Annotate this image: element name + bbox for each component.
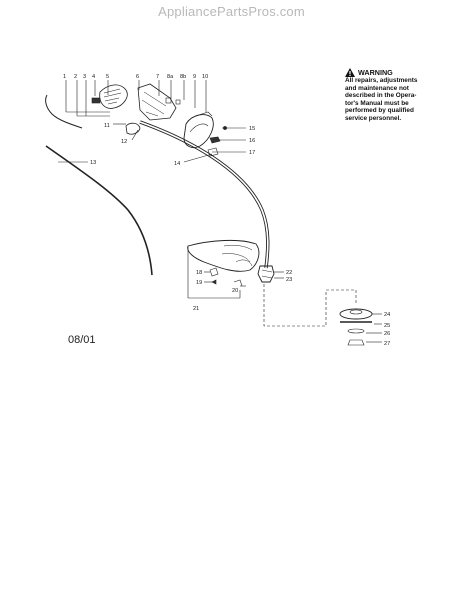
part-label-27: 27 [384, 341, 390, 347]
site-watermark: AppliancePartsPros.com [158, 4, 305, 19]
warning-line-3: described in the Opera- [345, 92, 417, 100]
part-label-21: 21 [193, 306, 199, 312]
part-label-9: 9 [193, 74, 196, 80]
part-label-25: 25 [384, 323, 390, 329]
part-label-18: 18 [196, 270, 202, 276]
part-label-5: 5 [106, 74, 109, 80]
part-12-clamp [125, 122, 141, 135]
warning-line-2: and maintenance not [345, 84, 409, 92]
warning-notice: WARNING All repairs, adjustments and mai… [345, 68, 437, 123]
part-1-wire [45, 94, 83, 129]
part-label-12: 12 [121, 139, 127, 145]
warning-title: WARNING [345, 68, 437, 77]
part-label-10: 10 [202, 74, 208, 80]
part-22-head-adapter [257, 265, 275, 283]
part-label-14: 14 [174, 161, 180, 167]
part-label-7: 7 [156, 74, 159, 80]
part-label-24: 24 [384, 312, 390, 318]
part-label-4: 4 [92, 74, 95, 80]
warning-line-4: tor's Manual must be [345, 99, 409, 107]
part-20-debris-shield [187, 239, 260, 272]
part-label-16: 16 [249, 138, 255, 144]
part-label-2: 2 [74, 74, 77, 80]
part-label-17: 17 [249, 150, 255, 156]
part-label-8a: 8a [167, 74, 174, 80]
date-code: 08/01 [68, 334, 96, 346]
part-label-8b: 8b [180, 74, 186, 80]
part-13-cable [45, 145, 153, 276]
part-label-20: 20 [232, 288, 238, 294]
warning-line-1: All repairs, adjustments [345, 77, 418, 84]
part-label-19: 19 [196, 280, 202, 286]
part-label-3: 3 [83, 74, 86, 80]
part-label-6: 6 [136, 74, 139, 80]
warning-title-text: WARNING [358, 67, 393, 77]
warning-line-6: service personnel. [345, 114, 402, 122]
part-label-22: 22 [286, 270, 292, 276]
part-label-26: 26 [384, 331, 390, 337]
part-label-13: 13 [90, 160, 96, 166]
part-5-handle [99, 84, 128, 109]
part-label-15: 15 [249, 126, 255, 132]
part-7-housing [137, 83, 177, 121]
part-label-1: 1 [63, 74, 66, 80]
warning-line-5: performed by qualified [345, 107, 414, 115]
warning-triangle-icon [345, 68, 355, 77]
part-label-23: 23 [286, 277, 292, 283]
part-label-11: 11 [104, 123, 110, 129]
